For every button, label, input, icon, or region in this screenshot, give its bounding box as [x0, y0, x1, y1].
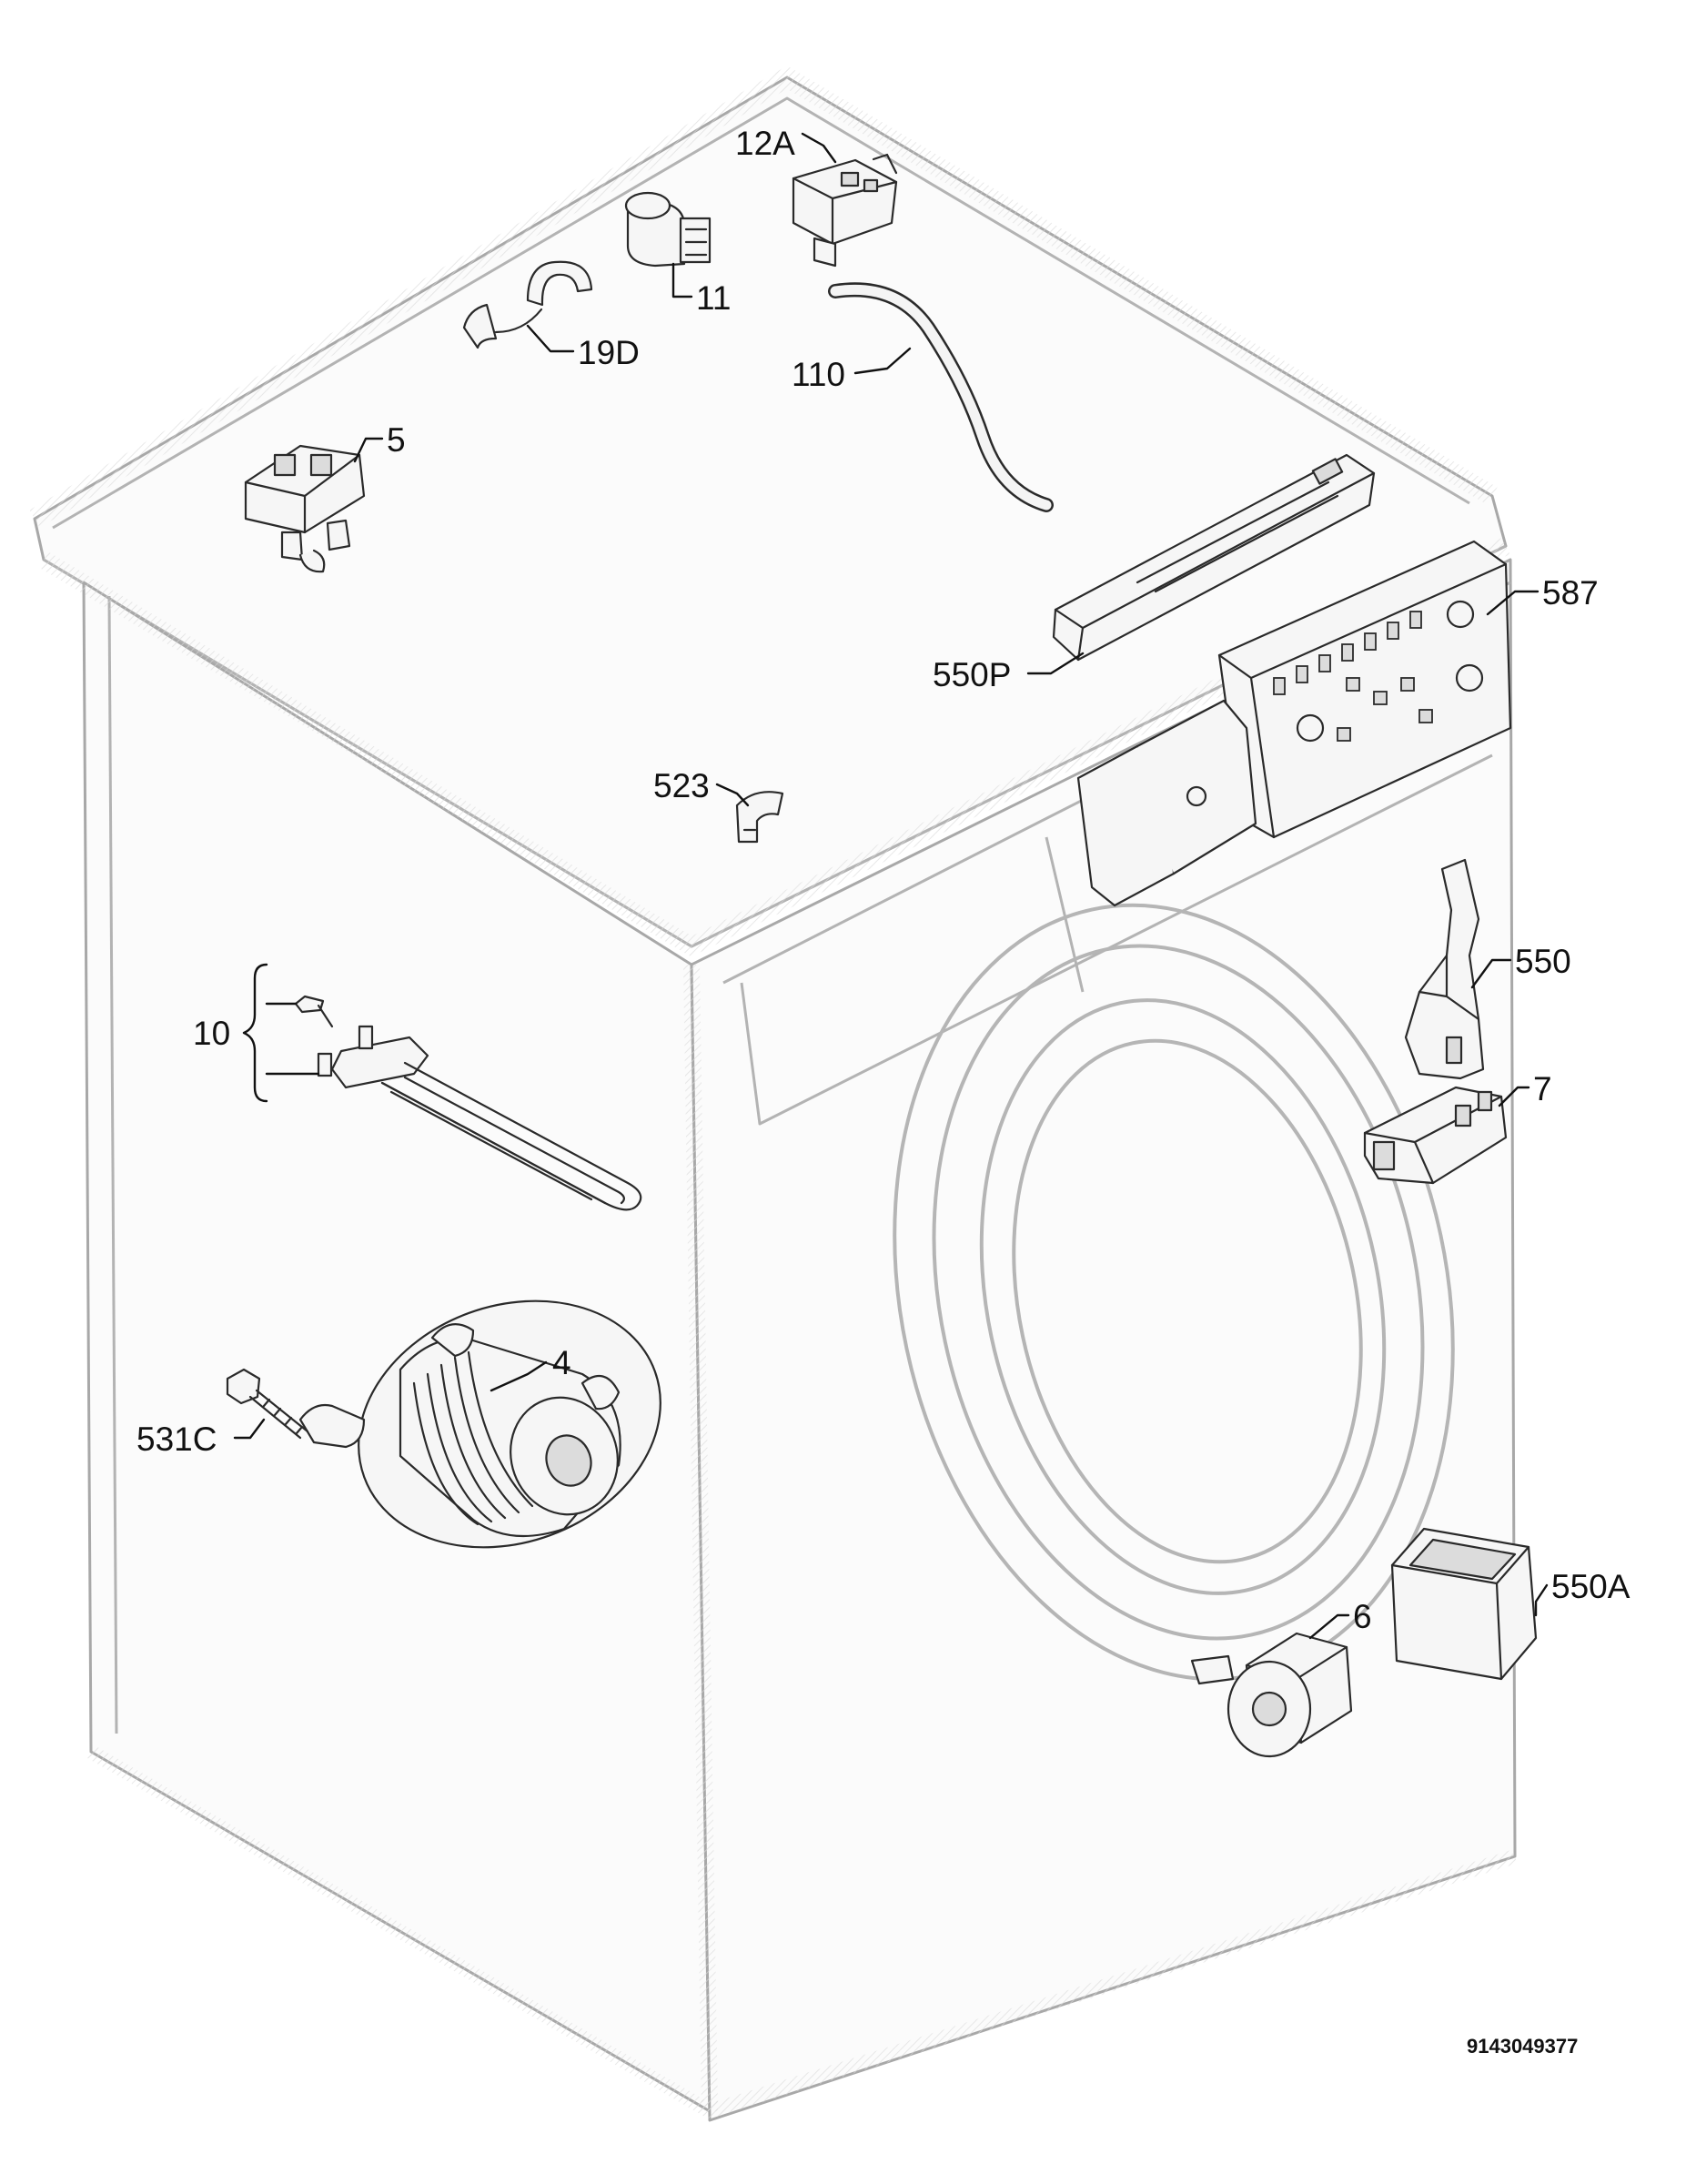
part-531C-screw — [226, 1368, 309, 1440]
leader-4 — [490, 1360, 548, 1392]
leader-587 — [1486, 590, 1540, 616]
part-550P-dispenser-lid — [1052, 453, 1376, 662]
part-587-electronic-module — [1076, 540, 1512, 907]
leader-11 — [671, 262, 693, 298]
callout-12A: 12A — [735, 125, 795, 162]
control-panel-strip — [740, 753, 1493, 1126]
leader-lines — [233, 132, 1549, 1640]
part-4-motor — [298, 1299, 661, 1549]
callout-550P: 550P — [933, 656, 1011, 693]
part-110-hose — [828, 282, 1054, 512]
washing-machine-cabinet — [29, 66, 1518, 2122]
leader-550 — [1470, 958, 1512, 989]
callout-587: 587 — [1542, 574, 1599, 612]
callout-550: 550 — [1515, 943, 1571, 980]
callout-523: 523 — [653, 767, 710, 804]
callout-5: 5 — [387, 421, 406, 459]
part-550-door-handle — [1404, 858, 1485, 1080]
callout-19D: 19D — [578, 334, 640, 371]
cabinet-left-side-edge — [107, 595, 118, 1734]
callout-11: 11 — [696, 279, 731, 317]
part-550A-filter-cover — [1390, 1527, 1538, 1681]
leader-110 — [853, 347, 912, 375]
part-10-heating-element — [294, 995, 642, 1211]
leader-12A — [801, 132, 837, 164]
callout-6: 6 — [1353, 1598, 1372, 1635]
callout-4: 4 — [552, 1344, 571, 1381]
callout-550A: 550A — [1551, 1568, 1630, 1605]
part-11-capacitor — [624, 191, 712, 268]
leader-523 — [715, 783, 750, 807]
callout-labels: 12A 11 19D 110 5 587 550P 523 550 10 7 4… — [136, 125, 1630, 1635]
callout-110: 110 — [792, 356, 845, 393]
leader-6 — [1308, 1613, 1350, 1640]
leader-19D — [526, 324, 575, 353]
cabinet-top-inner-edge — [52, 96, 1470, 530]
part-5-inlet-valve — [244, 444, 366, 573]
part-19D-cover — [462, 260, 593, 349]
callout-7: 7 — [1533, 1070, 1552, 1107]
callout-531C: 531C — [136, 1421, 217, 1458]
leader-7 — [1498, 1086, 1530, 1107]
leader-531C — [233, 1418, 266, 1440]
callout-10: 10 — [193, 1015, 230, 1052]
part-12A-pressure-switch — [792, 153, 898, 268]
control-panel-divider — [1045, 836, 1085, 993]
leader-550P — [1026, 652, 1085, 675]
document-number: 9143049377 — [1467, 2035, 1578, 2058]
leader-10-bracket — [242, 963, 268, 1103]
leader-5 — [353, 437, 384, 463]
leader-550A — [1534, 1583, 1549, 1617]
part-7-door-interlock — [1363, 1086, 1508, 1185]
part-6-drain-pump — [1190, 1632, 1353, 1758]
